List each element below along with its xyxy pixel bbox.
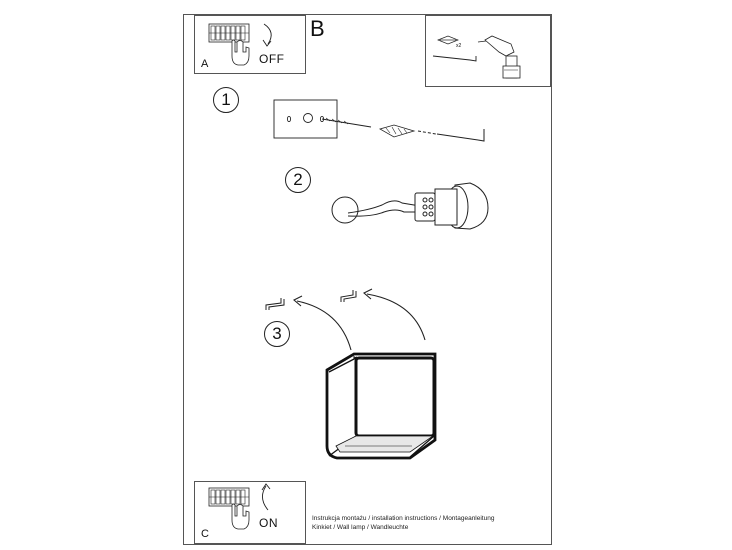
junction-box — [331, 196, 359, 224]
rotate-arrow-icon — [262, 23, 272, 47]
panel-b-letter: B — [310, 16, 325, 41]
panel-a-switch-off: A OFF — [194, 15, 306, 74]
caption: Instrukcja montażu / installation instru… — [312, 514, 494, 532]
rotate-arrow-icon — [261, 483, 271, 511]
fuse-box-icon — [208, 23, 250, 43]
tools-panel: x2 — [425, 15, 551, 87]
fuse-box-icon — [208, 487, 250, 507]
mounting-plate — [273, 99, 338, 139]
cube-lamp-icon — [325, 352, 437, 460]
panel-c-letter: C — [201, 528, 209, 540]
panel-c-switch-on: C ON — [194, 481, 306, 544]
wall-plug-icon — [437, 35, 459, 45]
screw-icon — [432, 55, 477, 62]
hand-icon — [231, 503, 250, 530]
panel-a-letter: A — [201, 58, 209, 70]
screw-icon — [321, 117, 372, 128]
lamp-holder-icon — [414, 182, 489, 230]
wires — [347, 200, 421, 217]
bracket-icon — [340, 290, 357, 302]
step-1-number: 1 — [213, 87, 239, 113]
hand-icon — [231, 39, 250, 66]
bracket-icon — [265, 298, 285, 310]
caption-line-2: Kinkiet / Wall lamp / Wandleuchte — [312, 524, 409, 531]
plug-count-label: x2 — [456, 43, 462, 49]
step-3-number: 3 — [264, 321, 290, 347]
step-2-number: 2 — [285, 167, 311, 193]
on-label: ON — [259, 516, 278, 530]
rotate-arrow-icon — [293, 288, 426, 351]
instruction-sheet — [183, 14, 552, 545]
off-label: OFF — [259, 52, 285, 66]
drill-icon — [477, 35, 521, 79]
screw-icon — [417, 129, 485, 142]
caption-line-1: Instrukcja montażu / installation instru… — [312, 515, 495, 522]
wall-plug-icon — [378, 124, 416, 138]
